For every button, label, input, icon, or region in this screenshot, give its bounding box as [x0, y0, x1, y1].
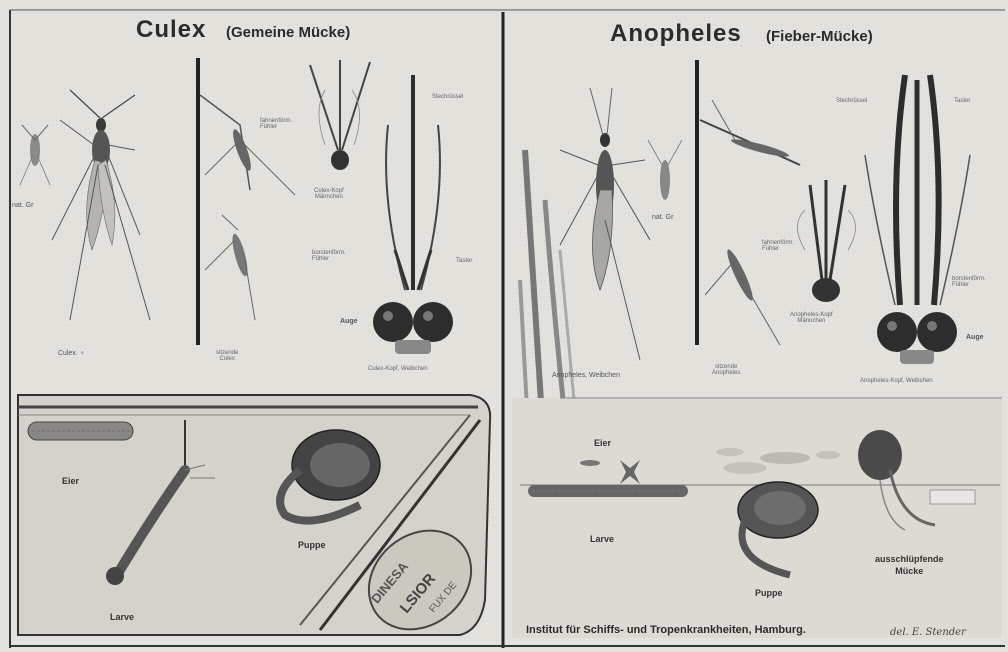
anopheles-larva-label: Larve	[590, 534, 614, 544]
anopheles-female-label: Anopheles, Weibchen	[552, 372, 620, 379]
anopheles-title: Anopheles	[610, 20, 742, 48]
culex-male-head-label: Culex-Kopf Männchen	[314, 188, 344, 200]
anopheles-proboscis-label: Stechrüssel	[836, 98, 867, 104]
anopheles-subtitle: (Fieber-Mücke)	[766, 28, 873, 45]
anopheles-larva	[528, 485, 688, 497]
culex-sitting-label: sitzende Culex	[216, 350, 238, 362]
anopheles-sitting-label: sitzende Anopheles	[712, 364, 740, 376]
anopheles-nat-gr-label: nat. Gr	[652, 214, 673, 221]
culex-antenna-label: borstenförm. Fühler	[312, 250, 346, 262]
culex-nat-gr-label: nat. Gr	[12, 202, 33, 209]
anopheles-male-head-label: Anopheles-Kopf Männchen	[790, 312, 833, 324]
culex-egg-raft	[28, 422, 133, 440]
artist-signature: del. E. Stender	[890, 627, 966, 638]
culex-female-label: Culex. ♀	[58, 350, 85, 357]
anopheles-eggs-label: Eier	[594, 438, 611, 448]
culex-subtitle: (Gemeine Mücke)	[226, 24, 350, 41]
anopheles-pupa-label: Puppe	[755, 588, 783, 598]
anopheles-antenna-label: borstenförm. Fühler	[952, 276, 986, 288]
culex-eye-label: Auge	[340, 318, 358, 325]
culex-palp-label: Taster	[456, 258, 472, 264]
culex-pupa-label: Puppe	[298, 540, 326, 550]
institute-credit: Institut für Schiffs- und Tropenkrankhei…	[526, 624, 806, 636]
culex-larva-label: Larve	[110, 612, 134, 622]
culex-female-head-label: Culex-Kopf, Weibchen	[368, 366, 428, 372]
culex-fahnen-label: fahnenförm. Fühler	[260, 118, 292, 130]
culex-eggs-label: Eier	[62, 476, 79, 486]
anopheles-eye-label: Auge	[966, 334, 984, 341]
anopheles-female-head-label: Anopheles-Kopf, Weibchen	[860, 378, 933, 384]
anopheles-palp-label: Taster	[954, 98, 970, 104]
anopheles-fahnen-label: fahnenförm. Fühler	[762, 240, 794, 252]
anopheles-emerging-label: ausschlüpfende Mücke	[875, 554, 944, 577]
culex-proboscis-label: Stechrüssel	[432, 94, 463, 100]
culex-title: Culex	[136, 16, 206, 44]
